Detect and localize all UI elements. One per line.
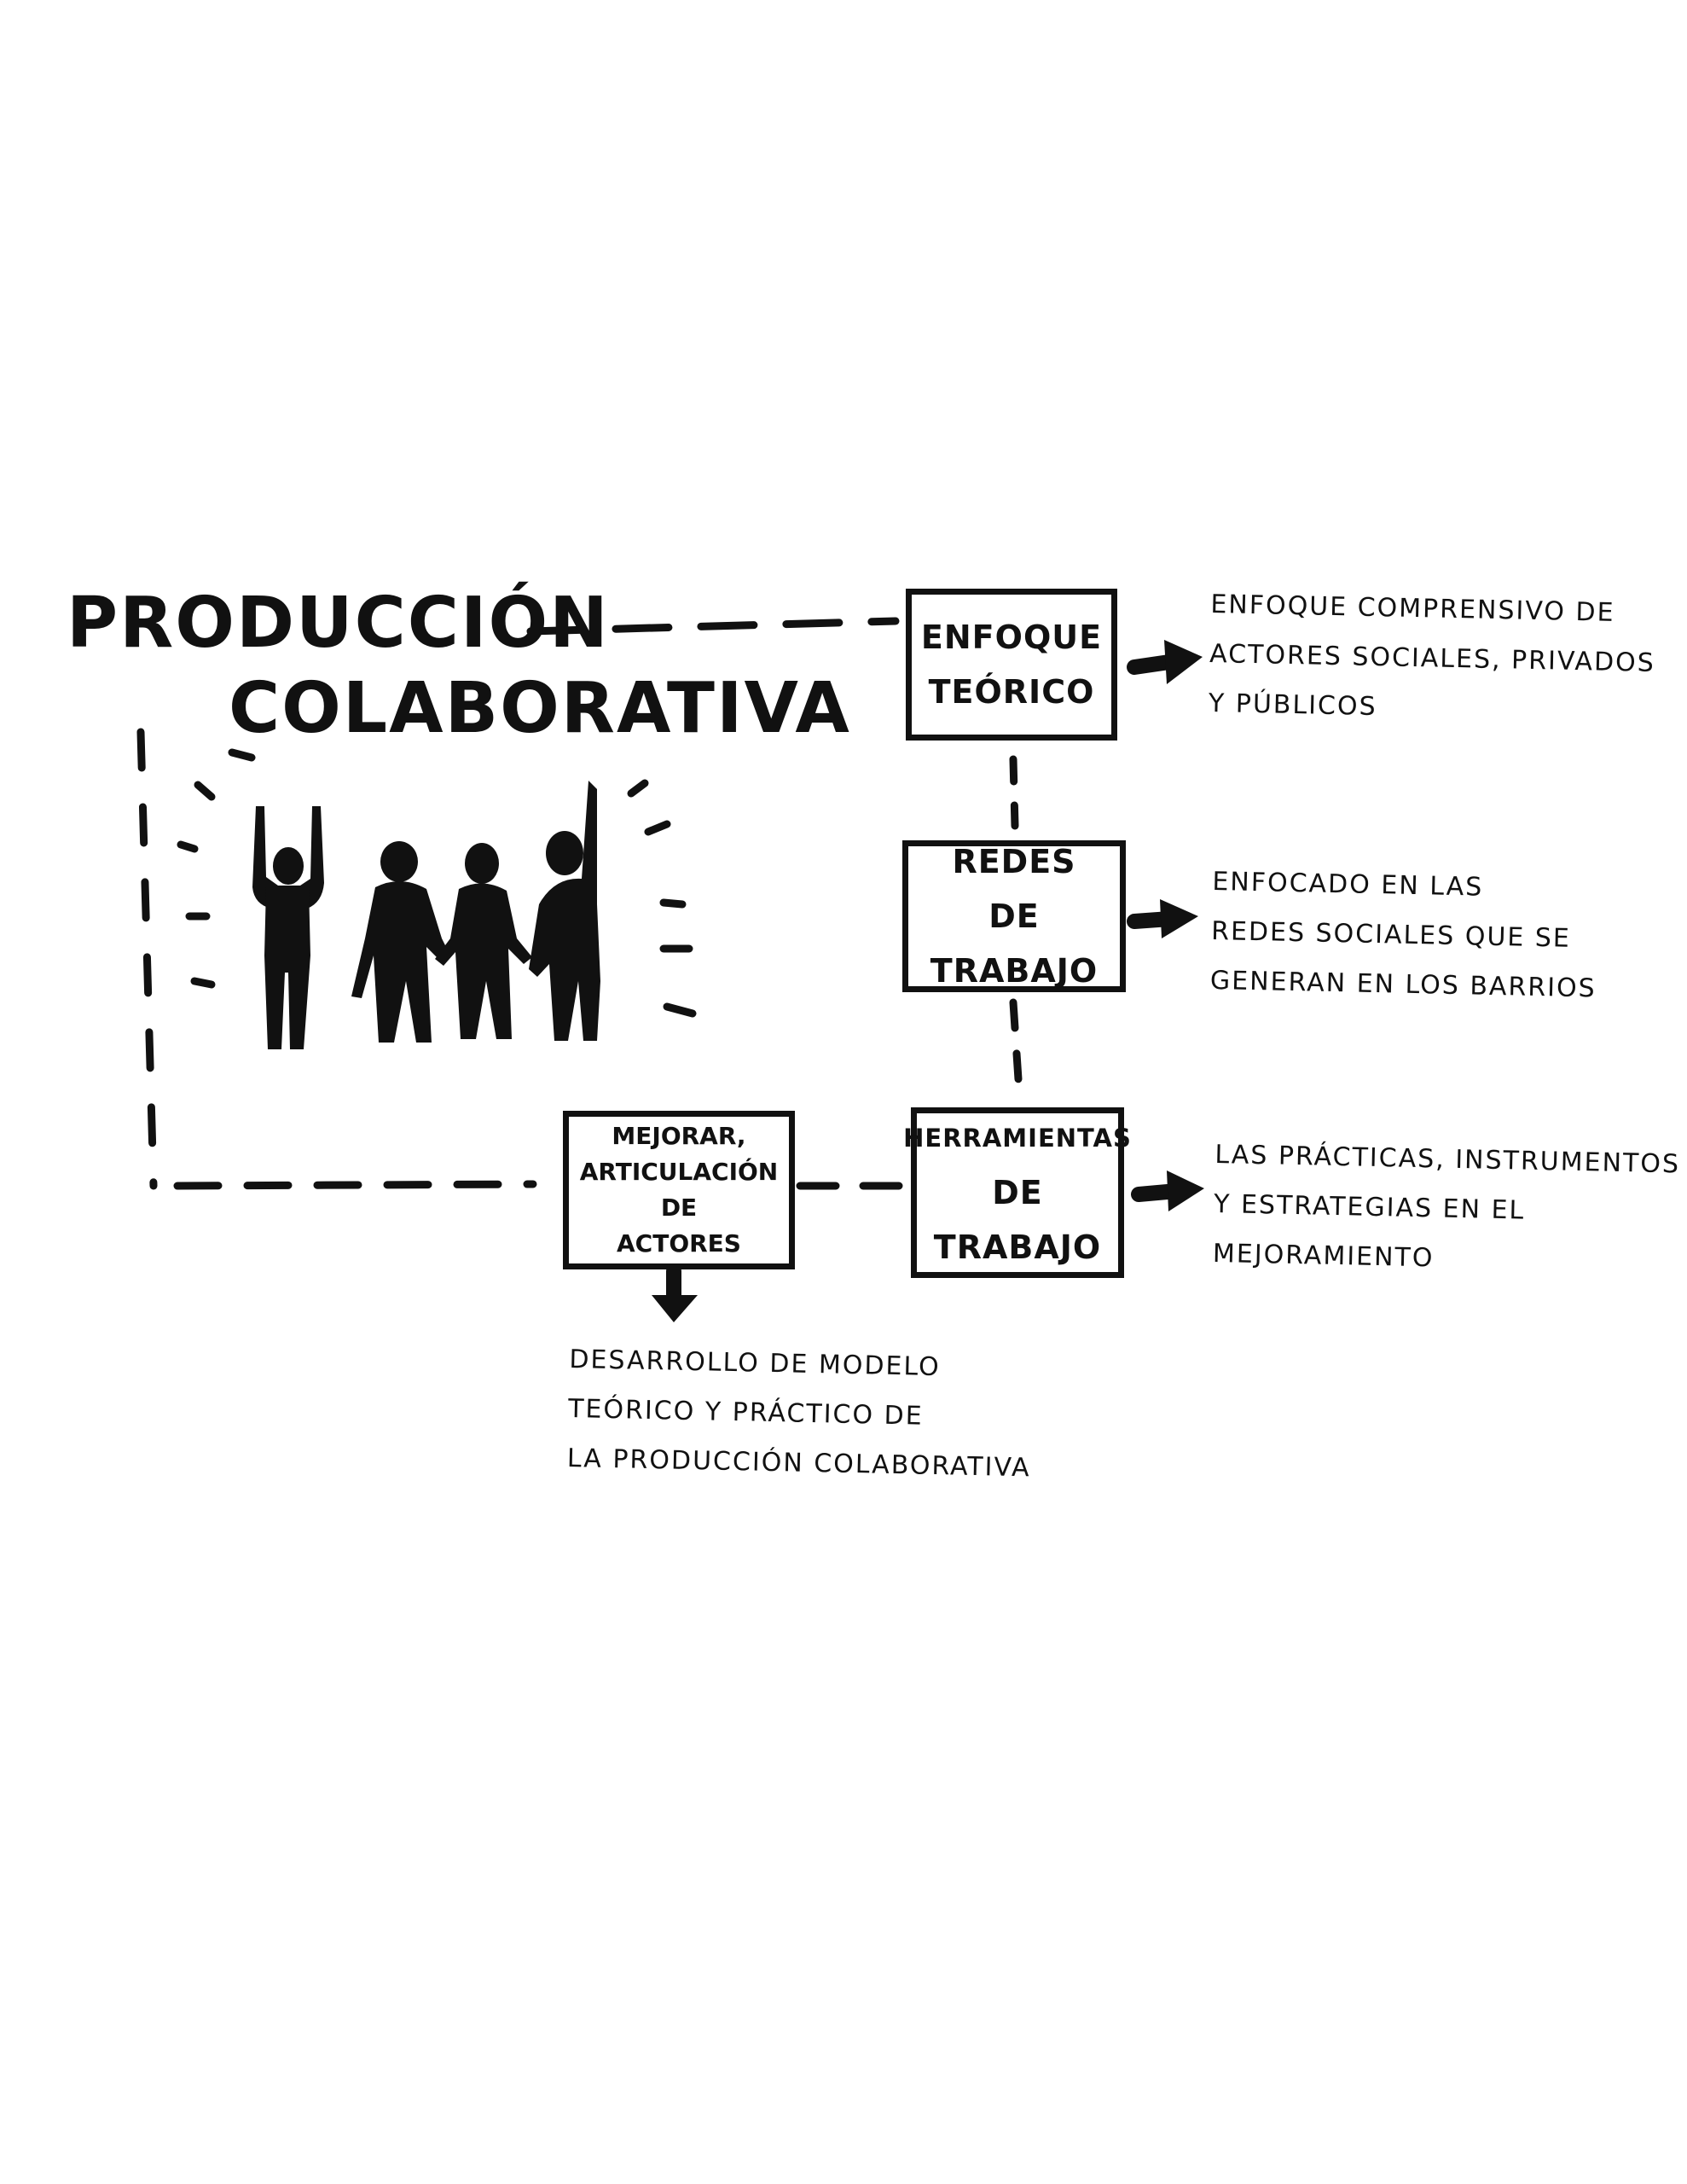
people-illustration (177, 748, 697, 1049)
note-herramientas-line-3: MEJORAMIENTO (1212, 1238, 1435, 1274)
note-enfoque: ENFOQUE COMPRENSIVO DE ACTORES SOCIALES,… (1208, 580, 1656, 738)
note-enfoque-line-2: ACTORES SOCIALES, PRIVADOS (1209, 638, 1656, 678)
box-mejorar-line-4: ACTORES (617, 1229, 741, 1258)
person-figure-arm-up (529, 781, 600, 1041)
box-mejorar-line-3: DE (660, 1194, 698, 1222)
arrow-redes-icon (1127, 899, 1198, 938)
note-enfoque-line-1: ENFOQUE COMPRENSIVO DE (1210, 589, 1615, 628)
box-redes-line-1: REDES (952, 843, 1076, 880)
note-enfoque-line-3: Y PÚBLICOS (1208, 688, 1377, 723)
arrow-enfoque-icon (1127, 640, 1203, 684)
box-herramientas-line-3: TRABAJO (933, 1228, 1102, 1266)
note-redes-line-3: GENERAN EN LOS BARRIOS (1209, 965, 1597, 1004)
person-figure-2 (351, 841, 450, 1043)
box-mejorar-line-2: ARTICULACIÓN (579, 1158, 779, 1186)
connector-redes-herramientas (1009, 998, 1023, 1096)
burst-marks-right (627, 779, 697, 1018)
box-redes-line-2: DE (988, 897, 1040, 935)
note-herramientas: LAS PRÁCTICAS, INSTRUMENTOS Y ESTRATEGIA… (1212, 1130, 1681, 1288)
box-mejorar-articulacion: MEJORAR, ARTICULACIÓN DE ACTORES (563, 1111, 795, 1269)
box-herramientas-line-1: HERRAMIENTAS (903, 1124, 1132, 1153)
note-redes-line-2: REDES SOCIALES QUE SE (1210, 915, 1572, 954)
burst-marks-left (177, 748, 256, 989)
note-redes-line-1: ENFOCADO EN LAS (1212, 866, 1484, 903)
connector-bottom-horizontal (173, 1180, 537, 1190)
box-herramientas-line-2: DE (992, 1174, 1043, 1211)
box-herramientas-de-trabajo: HERRAMIENTAS DE TRABAJO (903, 1107, 1131, 1278)
connector-enfoque-redes (1009, 755, 1019, 830)
box-mejorar-line-1: MEJORAR, (612, 1122, 746, 1150)
title-line-1: PRODUCCIÓN (67, 583, 610, 664)
connector-title-enfoque (526, 617, 900, 636)
title-line-2: COLABORATIVA (229, 668, 851, 749)
arrow-mejorar-icon (652, 1263, 698, 1322)
arrow-herramientas-icon (1131, 1170, 1204, 1211)
box-enfoque-teorico: ENFOQUE TEÓRICO (906, 589, 1117, 741)
box-redes-line-3: TRABAJO (930, 952, 1099, 990)
person-figure-arms-up (252, 806, 324, 1049)
note-redes: ENFOCADO EN LAS REDES SOCIALES QUE SE GE… (1209, 857, 1598, 1014)
box-redes-de-trabajo: REDES DE TRABAJO (902, 840, 1126, 992)
note-mejorar-line-3: LA PRODUCCIÓN COLABORATIVA (566, 1443, 1031, 1484)
connector-left-vertical (136, 728, 158, 1190)
box-enfoque-line-2: TEÓRICO (928, 673, 1095, 711)
note-mejorar: DESARROLLO DE MODELO TEÓRICO Y PRÁCTICO … (566, 1335, 1033, 1493)
person-figure-3 (435, 843, 532, 1039)
box-enfoque-line-1: ENFOQUE (920, 619, 1103, 656)
